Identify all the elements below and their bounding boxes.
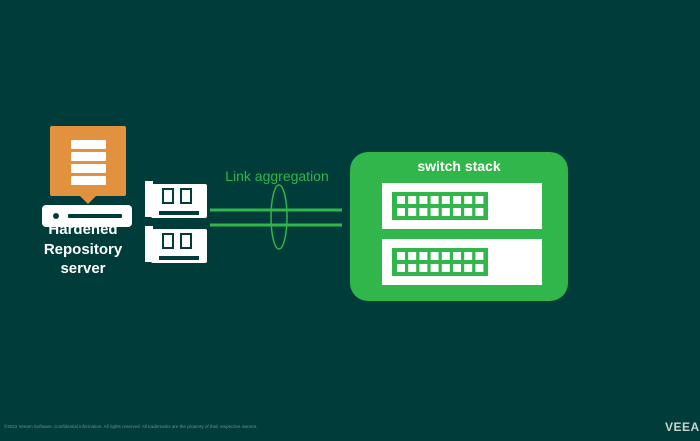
- switch-port: [408, 264, 417, 272]
- switch-port: [441, 252, 450, 260]
- switch-port: [408, 196, 417, 204]
- switch-port: [441, 264, 450, 272]
- switch-port: [430, 252, 439, 260]
- switch-port: [464, 264, 473, 272]
- switch-port: [419, 252, 428, 260]
- server-icon: [42, 126, 132, 227]
- switch-port: [397, 252, 405, 260]
- server-label-line-2: Repository: [43, 240, 123, 258]
- link-aggregation-label: Link aggregation: [225, 168, 329, 184]
- network-card-icon-bottom: [145, 226, 207, 263]
- port-block: [392, 248, 488, 276]
- switch-port: [408, 208, 417, 216]
- switch-port: [464, 196, 473, 204]
- switch-port: [397, 208, 405, 216]
- switch-port: [464, 208, 473, 216]
- server-label: Hardened Repository server: [18, 220, 148, 279]
- port-block: [392, 192, 488, 220]
- server-bubble-pointer: [80, 196, 96, 204]
- server-label-line-1: Hardened: [48, 221, 118, 238]
- network-card-icon-top: [145, 181, 207, 218]
- switch-port: [419, 264, 428, 272]
- switch-units: [382, 183, 542, 285]
- switch-port: [453, 252, 461, 260]
- switch-port: [475, 208, 484, 216]
- switch-port: [475, 252, 484, 260]
- switch-port: [430, 264, 439, 272]
- switch-port: [453, 196, 461, 204]
- switch-port: [475, 264, 484, 272]
- footer-disclaimer: ©2022 Veeam Software. Confidential infor…: [4, 424, 258, 429]
- switch-port: [453, 264, 461, 272]
- switch-port: [441, 196, 450, 204]
- switch-port: [464, 252, 473, 260]
- switch-port: [397, 196, 405, 204]
- switch-port: [430, 208, 439, 216]
- server-power-led: [53, 213, 59, 219]
- server-label-line-3: server: [60, 260, 106, 277]
- switch-port: [408, 252, 417, 260]
- switch-unit-2: [382, 239, 542, 285]
- switch-port: [419, 196, 428, 204]
- switch-port: [475, 196, 484, 204]
- link-aggregation-ellipse: [270, 184, 288, 250]
- switch-port: [397, 264, 405, 272]
- switch-port: [453, 208, 461, 216]
- switch-stack-title: switch stack: [417, 158, 501, 174]
- switch-port: [441, 208, 450, 216]
- switch-port: [430, 196, 439, 204]
- switch-port: [419, 208, 428, 216]
- storage-stack-icon: [71, 140, 106, 185]
- server-drive-slot: [68, 214, 122, 218]
- brand-logo: VEEAM: [665, 420, 700, 434]
- switch-unit-1: [382, 183, 542, 229]
